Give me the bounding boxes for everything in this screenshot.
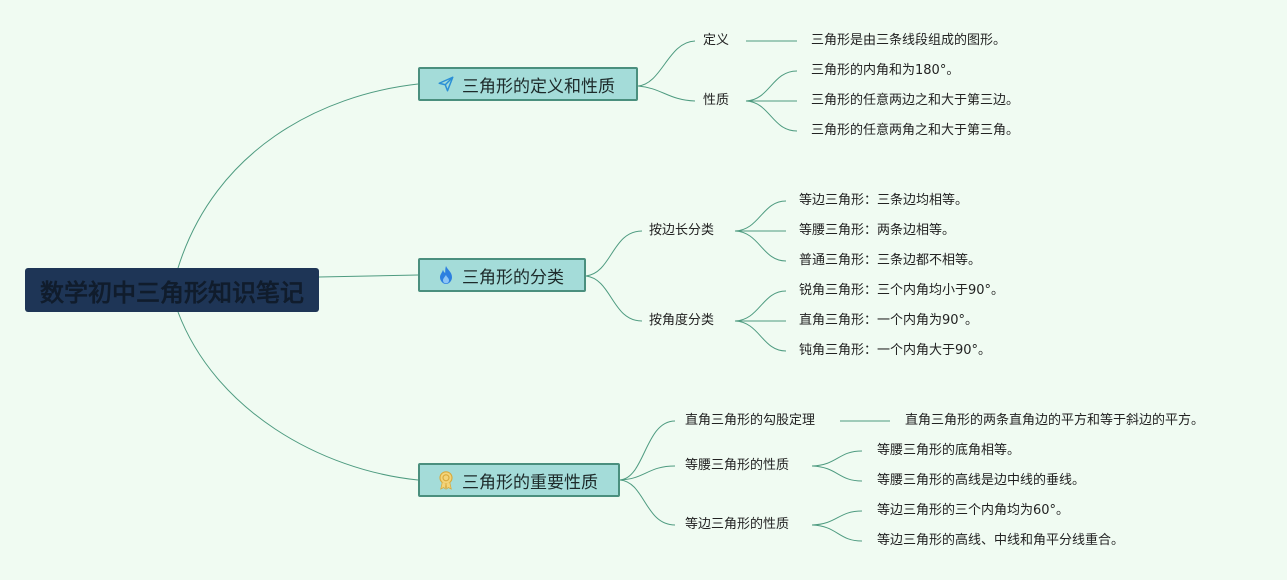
link-b2-c2-i1 [811,524,863,542]
leaf-item[interactable]: 直角三角形的两条直角边的平方和等于斜边的平方。 [905,413,1205,428]
leaf-item[interactable]: 等腰三角形：两条边相等。 [799,223,956,238]
link-b1-c0-i0 [734,200,787,232]
leaf-item[interactable]: 等边三角形的三个内角均为60°。 [877,503,1070,518]
leaf-item[interactable]: 三角形是由三条线段组成的图形。 [811,33,1007,48]
branch-classification[interactable]: 三角形的分类 [418,258,586,292]
link-b2-c2-i0 [811,510,863,526]
subtopic-properties[interactable]: 性质 [703,93,730,108]
leaf-item[interactable]: 等腰三角形的高线是边中线的垂线。 [877,473,1086,488]
leaf-item[interactable]: 普通三角形：三条边都不相等。 [799,253,982,268]
link-b1-c1-i2 [734,320,787,352]
link-root-b1 [318,274,419,278]
link-b2-c0 [619,420,676,481]
leaf-item[interactable]: 直角三角形：一个内角为90°。 [799,313,979,328]
leaf-item[interactable]: 锐角三角形：三个内角均小于90°。 [799,283,1005,298]
link-b1-c0 [585,230,643,277]
link-b1-c1 [585,275,643,322]
subtopic-by-angle[interactable]: 按角度分类 [649,313,715,328]
subtopic-equilateral[interactable]: 等边三角形的性质 [685,517,790,532]
link-b0-c1-i2 [745,100,798,132]
branch-label: 三角形的定义和性质 [462,76,615,97]
link-b2-c1-i0 [811,450,863,467]
leaf-item[interactable]: 等边三角形的高线、中线和角平分线重合。 [877,533,1125,548]
leaf-item[interactable]: 三角形的任意两角之和大于第三角。 [811,123,1020,138]
branch-label: 三角形的重要性质 [462,472,598,493]
link-b1-c0-i2 [734,230,787,262]
subtopic-by-side[interactable]: 按边长分类 [649,223,715,238]
link-root-b0 [177,83,419,269]
link-b2-c1-i1 [811,465,863,482]
leaf-item[interactable]: 三角形的任意两边之和大于第三边。 [811,93,1020,108]
link-b1-c1-i0 [734,290,787,322]
link-b0-c0 [637,40,696,87]
branch-definition-properties[interactable]: 三角形的定义和性质 [418,67,638,101]
leaf-item[interactable]: 钝角三角形：一个内角大于90°。 [799,343,992,358]
leaf-item[interactable]: 等腰三角形的底角相等。 [877,443,1021,458]
flame-icon [436,265,456,285]
leaf-item[interactable]: 三角形的内角和为180°。 [811,63,960,78]
link-b0-c1 [637,85,696,102]
link-b2-c2 [619,479,676,526]
award-ribbon-icon [436,470,456,490]
subtopic-definition[interactable]: 定义 [703,33,730,48]
subtopic-isosceles[interactable]: 等腰三角形的性质 [685,458,790,473]
branch-important-properties[interactable]: 三角形的重要性质 [418,463,620,497]
link-b0-c1-i0 [745,70,798,102]
subtopic-pythagorean[interactable]: 直角三角形的勾股定理 [685,413,816,428]
link-b2-c1 [619,465,676,481]
paper-plane-icon [436,74,456,94]
leaf-item[interactable]: 等边三角形：三条边均相等。 [799,193,969,208]
link-root-b2 [177,311,419,481]
branch-label: 三角形的分类 [462,267,564,288]
root-topic[interactable]: 数学初中三角形知识笔记 [25,268,319,312]
